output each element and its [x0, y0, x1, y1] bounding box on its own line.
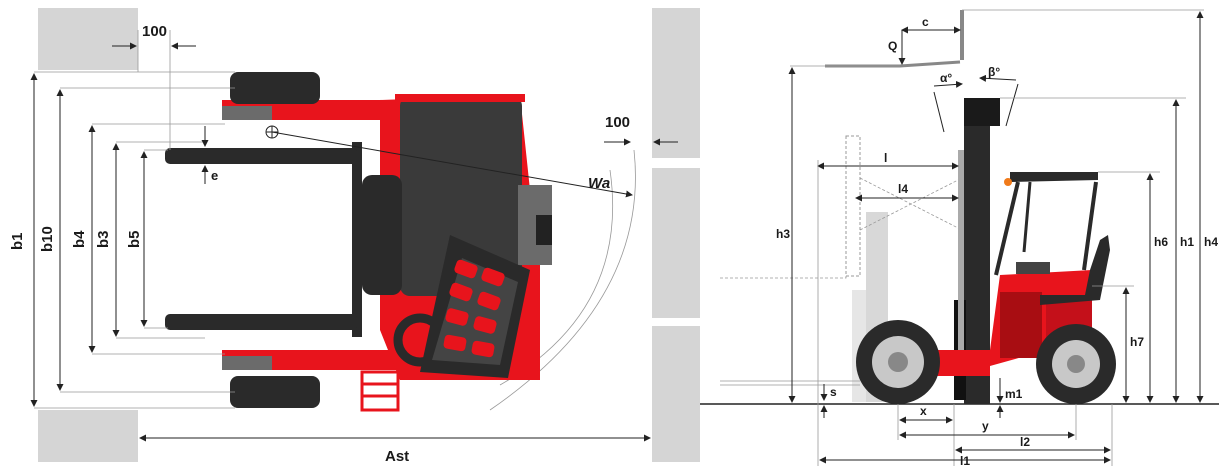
label-b4: b4: [71, 230, 88, 248]
ghost-fork-lowered: [720, 262, 847, 279]
label-s: s: [830, 385, 837, 399]
ghost-mast-front: [845, 135, 861, 277]
raised-fork-ghost: [825, 60, 961, 68]
label-m1: m1: [1005, 387, 1023, 401]
label-h6: h6: [1154, 235, 1168, 249]
label-y: y: [982, 419, 989, 433]
beacon-light: [1004, 178, 1012, 186]
engine-cover: [362, 175, 402, 295]
label-ast: Ast: [385, 448, 409, 465]
label-l: l: [884, 151, 887, 165]
mast-arm: [958, 150, 964, 370]
label-h1: h1: [1180, 235, 1194, 249]
wheel-hub-bottom: [222, 356, 272, 370]
wheel-hub-top: [222, 106, 272, 120]
label-alpha: α°: [940, 71, 952, 85]
label-wa: Wa: [588, 175, 610, 192]
label-b5: b5: [126, 230, 143, 248]
label-b10: b10: [39, 226, 56, 252]
label-clearance-right: 100: [605, 114, 630, 131]
top-view: Wa b1 b10 b4 b3 b5 e 100: [9, 8, 700, 465]
overhead-guard-roof: [1010, 172, 1098, 182]
cab: [400, 96, 522, 296]
label-q: Q: [888, 39, 897, 53]
alpha-line-1: [933, 91, 945, 133]
guard-post-rear: [1082, 181, 1098, 271]
access-step: [360, 370, 400, 412]
front-wheel: [856, 320, 940, 404]
label-l2: l2: [1020, 435, 1030, 449]
steering-console: [1016, 262, 1050, 274]
label-beta: β°: [988, 65, 1000, 79]
rear-wheel: [1036, 324, 1116, 404]
label-clearance-left: 100: [142, 23, 167, 40]
body-shadow: [1000, 292, 1042, 358]
label-b3: b3: [95, 230, 112, 248]
alpha-line-2: [933, 80, 963, 88]
label-h7: h7: [1130, 335, 1144, 349]
label-h4: h4: [1204, 235, 1218, 249]
label-e: e: [211, 168, 218, 183]
side-view: c Q α° β° l l4 h3 s m1 h4 h1: [700, 9, 1219, 466]
wall-top-left: [38, 8, 138, 70]
operator-seat: [420, 235, 530, 378]
turning-arc-outer: [489, 149, 636, 411]
reach-cross-2: [859, 177, 963, 231]
label-b1: b1: [9, 232, 26, 250]
wall-right-top: [652, 8, 700, 158]
fork-bottom: [165, 314, 357, 330]
beta-line-2: [979, 74, 1017, 82]
beta-line-1: [1005, 83, 1019, 127]
cab-roof-edge: [395, 94, 525, 102]
mast-bar: [352, 142, 362, 337]
seat: [1040, 235, 1110, 305]
label-x: x: [920, 404, 927, 418]
mast-top-block: [964, 98, 1000, 126]
wall-bottom-left: [38, 410, 138, 462]
wall-right-mid: [652, 168, 700, 318]
guard-post-front: [994, 181, 1020, 276]
label-h3: h3: [776, 227, 790, 241]
rear-light: [536, 215, 552, 245]
wheel-front-bottom: [230, 376, 320, 408]
wall-right-bottom: [652, 326, 700, 462]
label-c: c: [922, 15, 929, 29]
wa-line: [271, 131, 633, 198]
guard-post-mid: [1022, 181, 1032, 253]
label-l1: l1: [960, 454, 970, 466]
label-l4: l4: [898, 182, 908, 196]
fork-top: [165, 148, 357, 164]
wheel-front-top: [230, 72, 320, 104]
